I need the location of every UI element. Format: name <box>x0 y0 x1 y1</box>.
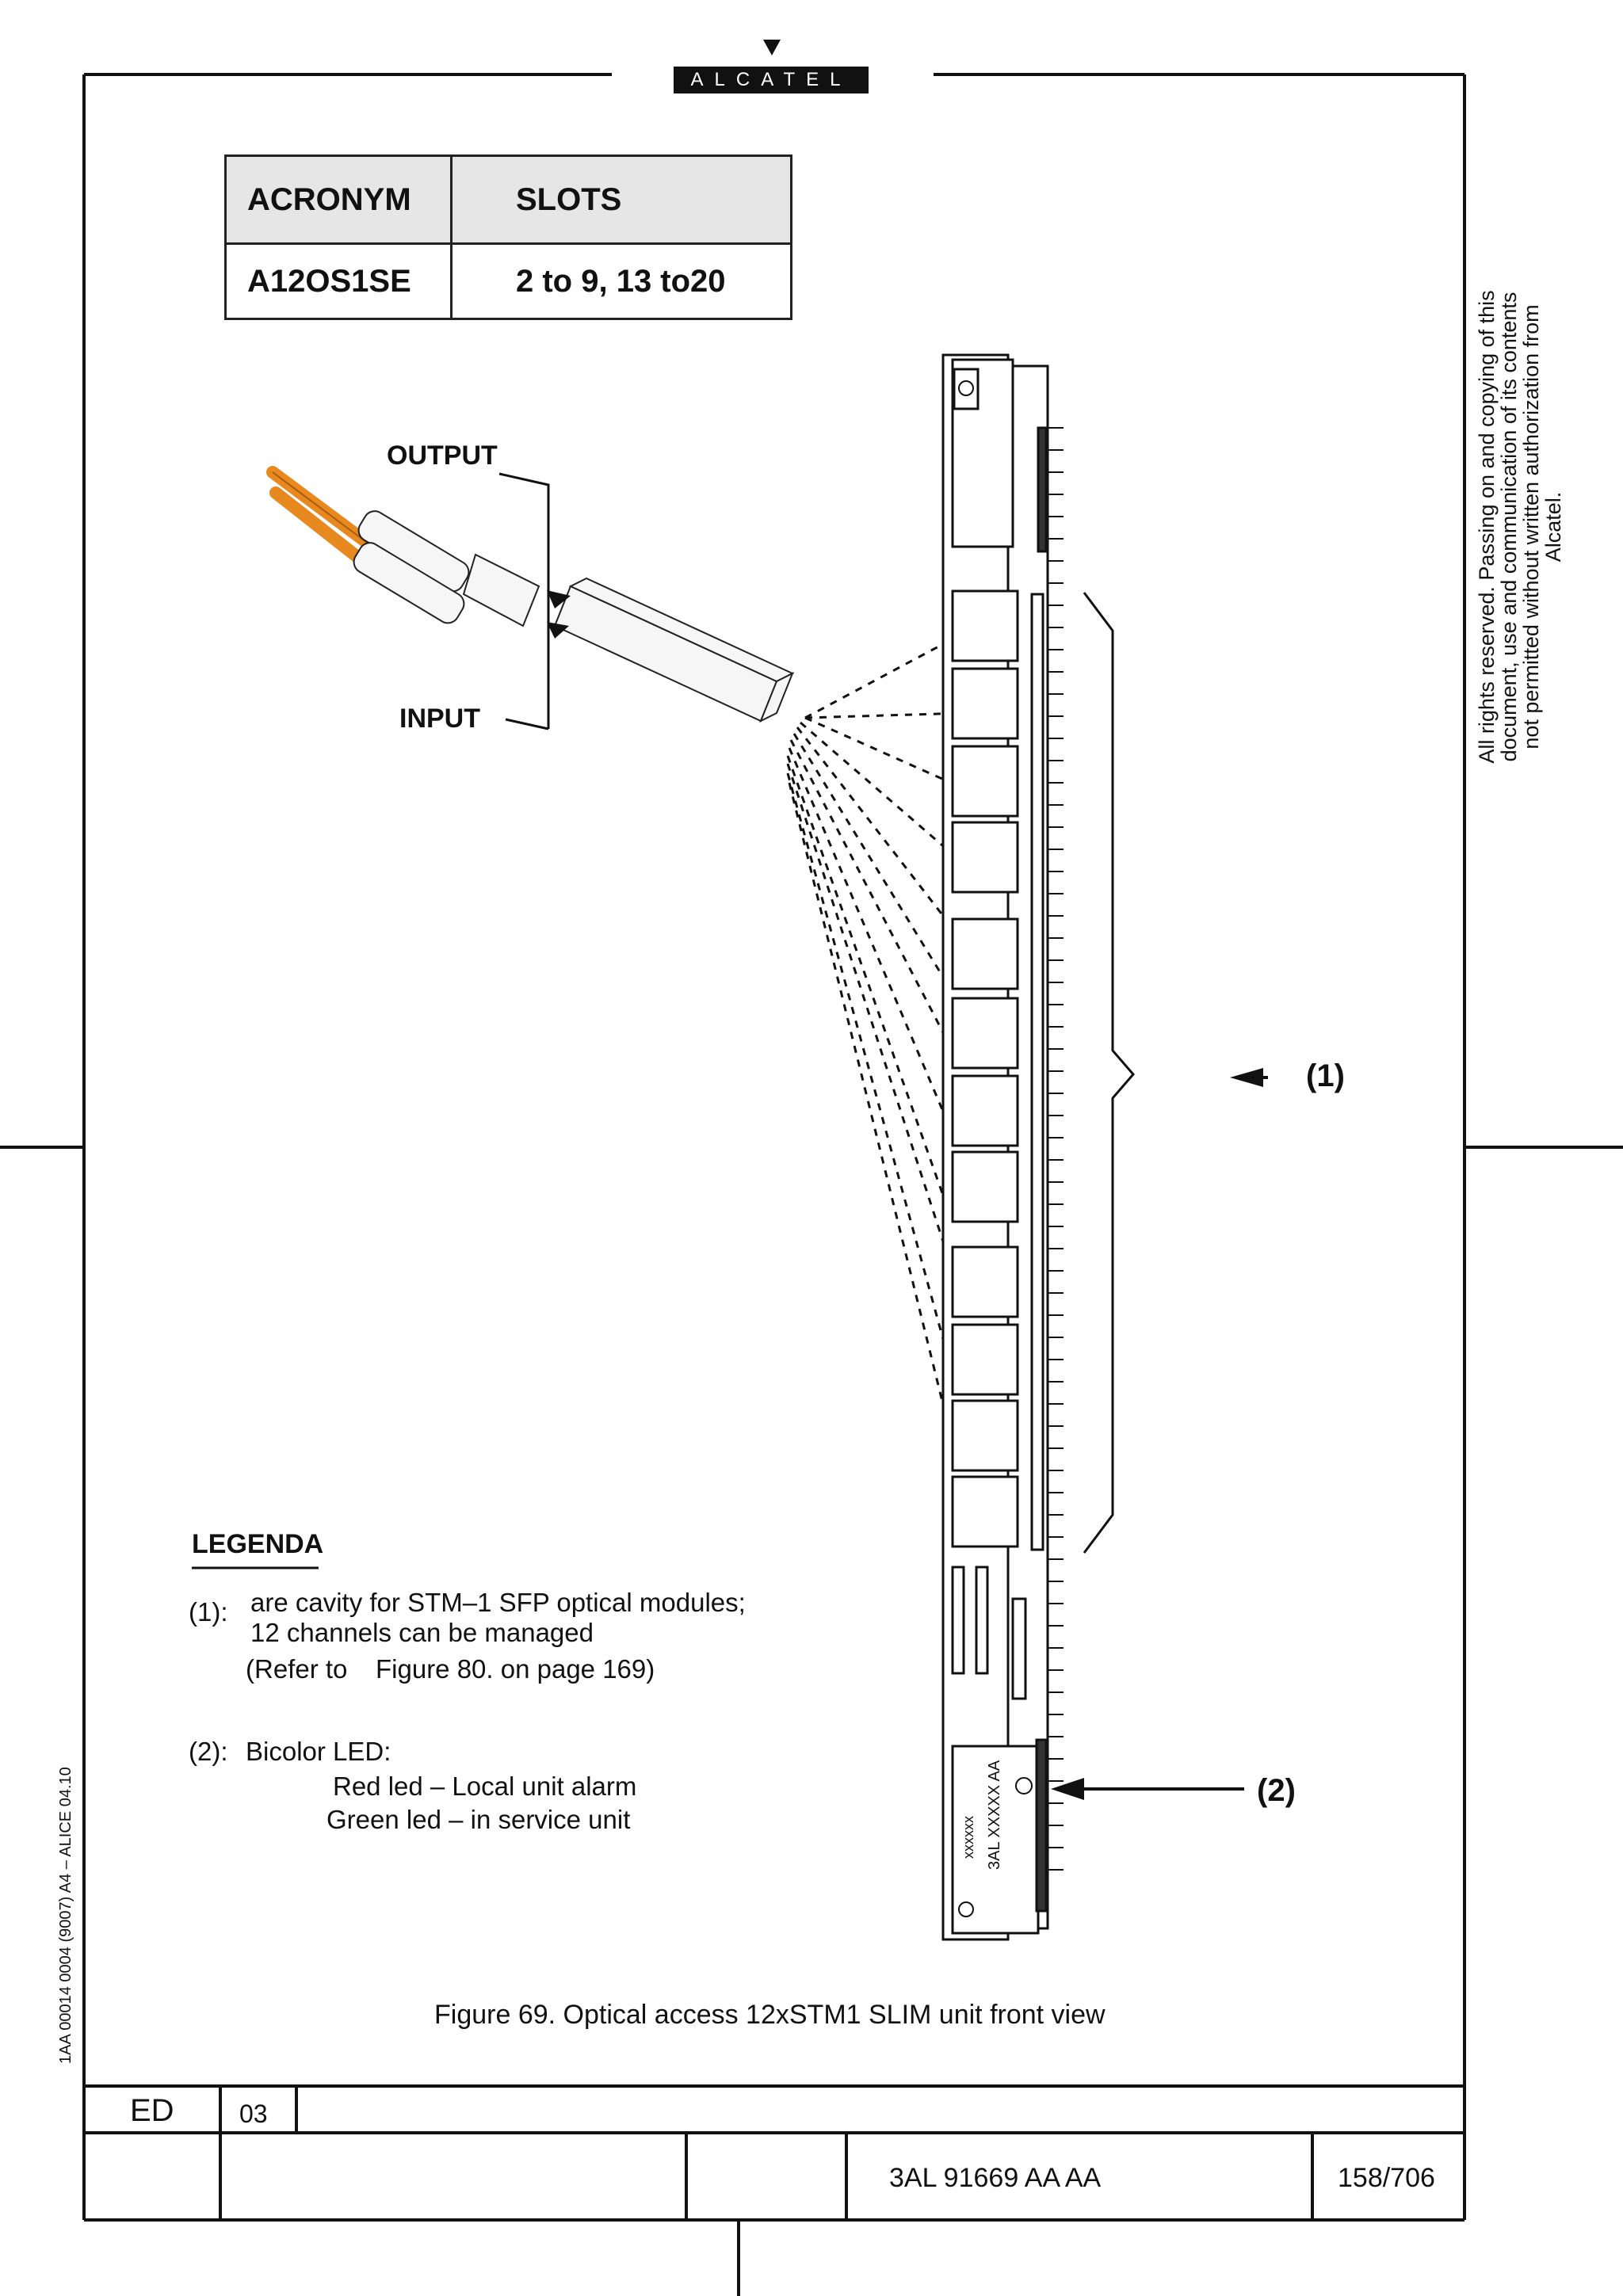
alcatel-logo: ALCATEL <box>674 67 869 93</box>
module-label-line2: 3AL XXXXX AA <box>986 1760 1003 1870</box>
legend-item1-line2: 12 channels can be managed <box>250 1618 594 1647</box>
input-label: INPUT <box>399 704 480 734</box>
header-slots: SLOTS <box>450 154 792 245</box>
acronym-table: ACRONYM SLOTS A12OS1SE 2 to 9, 13 to20 <box>224 154 792 320</box>
callout-1: (1) <box>1306 1058 1345 1093</box>
sfp-connector-drawing <box>266 466 795 730</box>
legend-item2-line1: Red led – Local unit alarm <box>333 1772 637 1801</box>
sfp-cavities <box>951 589 1019 1548</box>
footer-doc-code: 3AL 91669 AA AA <box>889 2163 1102 2193</box>
panel-ribs <box>1048 427 1064 1871</box>
cavity-brace <box>1083 592 1135 1554</box>
rights-line1: All rights reserved. Passing on and copy… <box>1475 290 1499 764</box>
footer-page: 158/706 <box>1338 2163 1435 2193</box>
legend-item1-ref-prefix: (Refer to <box>246 1654 348 1684</box>
callout-arrows <box>1051 1068 1268 1800</box>
cell-acronym: A12OS1SE <box>224 242 453 320</box>
legend-title: LEGENDA <box>192 1529 324 1559</box>
rights-notice: All rights reserved. Passing on and copy… <box>1475 273 1565 780</box>
cell-slots: 2 to 9, 13 to20 <box>450 242 792 320</box>
legend-item2-title: Bicolor LED: <box>246 1737 391 1766</box>
footer-ed-value: 03 <box>239 2100 268 2128</box>
fan-out-lines <box>786 631 976 1495</box>
side-code: 1AA 00014 0004 (9007) A4 – ALICE 04.10 <box>57 1767 74 2064</box>
figure-caption: Figure 69. Optical access 12xSTM1 SLIM u… <box>434 2000 1106 2030</box>
legend-item1-line1: are cavity for STM–1 SFP optical modules… <box>250 1588 746 1617</box>
module-label-line1: xxxxxx <box>960 1816 976 1859</box>
output-label: OUTPUT <box>387 441 498 471</box>
callout-2: (2) <box>1257 1773 1296 1808</box>
rights-line2: document, use and communication of its c… <box>1497 292 1521 762</box>
footer-ed-label: ED <box>130 2093 174 2128</box>
legend-item2-line2: Green led – in service unit <box>327 1805 631 1834</box>
rights-line3: not permitted without written authorizat… <box>1519 304 1565 749</box>
header-acronym: ACRONYM <box>224 154 453 245</box>
legend-item1-key: (1): <box>189 1597 228 1627</box>
logo-arrow-icon <box>763 40 781 55</box>
legend-item1-ref: Figure 80. on page 169) <box>376 1654 655 1684</box>
legend-item2-key: (2): <box>189 1737 228 1766</box>
